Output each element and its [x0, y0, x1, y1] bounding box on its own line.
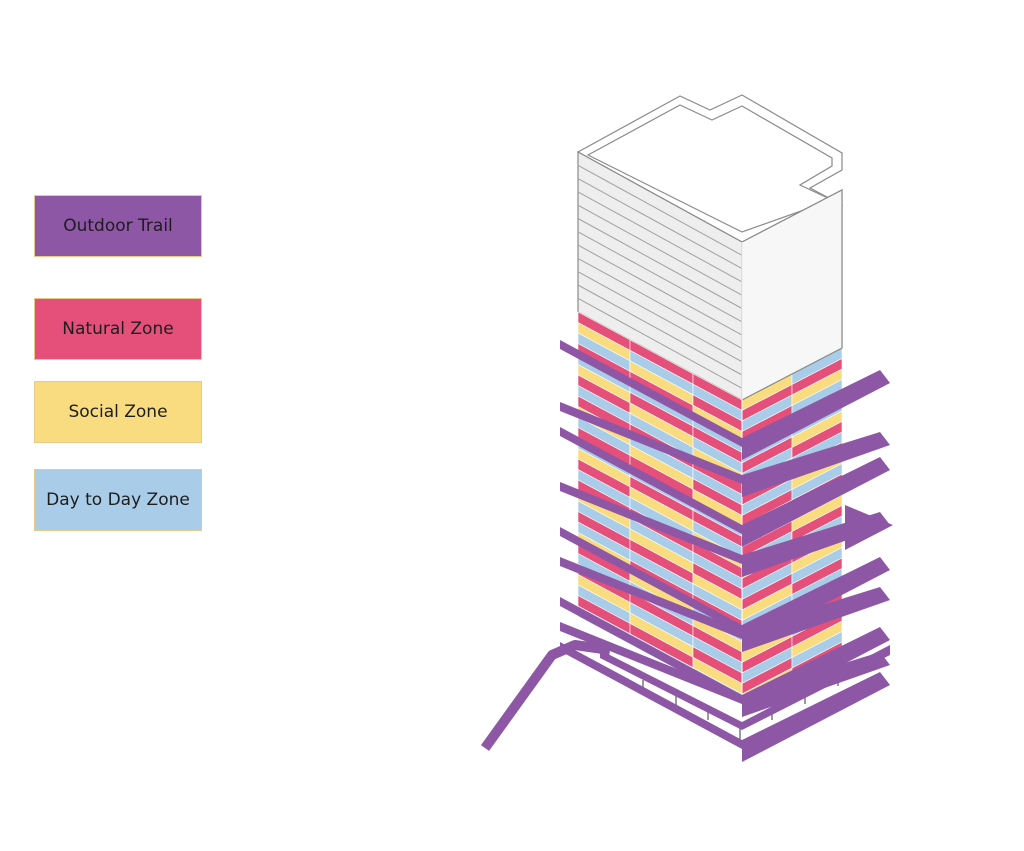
trail-band-left	[560, 427, 742, 534]
trail-band-left	[560, 622, 742, 704]
legend-outdoor-trail: Outdoor Trail	[34, 195, 202, 257]
trail-band-left	[560, 340, 742, 447]
trail-band-right	[742, 457, 890, 547]
trail-band-left	[560, 642, 742, 749]
legend-social-zone: Social Zone	[34, 381, 202, 443]
trail-band-left	[560, 557, 742, 639]
trail-band-right	[742, 672, 890, 762]
legend-social-zone-label: Social Zone	[68, 402, 168, 422]
trail-bands	[560, 340, 893, 762]
legend-outdoor-trail-label: Outdoor Trail	[63, 216, 173, 236]
trail-band-right	[742, 370, 890, 460]
trail-band-left	[560, 402, 742, 484]
trail-band-right	[742, 587, 890, 652]
legend-day-to-day-zone-label: Day to Day Zone	[46, 490, 190, 510]
legend-day-to-day-zone: Day to Day Zone	[34, 469, 202, 531]
legend-natural-zone-label: Natural Zone	[62, 319, 174, 339]
trail-band-left	[560, 482, 742, 564]
trail-band-left	[560, 527, 742, 634]
trail-landing	[845, 505, 893, 550]
trail-band-right	[742, 432, 890, 497]
legend-natural-zone: Natural Zone	[34, 298, 202, 360]
